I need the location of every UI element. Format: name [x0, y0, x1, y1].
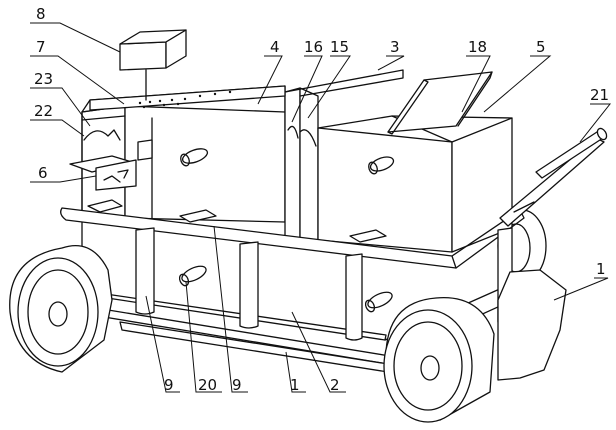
label-16: 16 [304, 38, 323, 56]
callout-1-right: 1 [553, 260, 609, 301]
callout-1-bottom: 1 [285, 351, 306, 394]
label-1-bottom: 1 [290, 376, 300, 394]
callout-18: 18 [461, 38, 491, 113]
callout-15: 15 [307, 38, 351, 119]
callout-9-right: 9 [213, 225, 248, 394]
label-7: 7 [36, 38, 46, 56]
callout-5: 5 [483, 38, 552, 113]
left-side-parts [69, 111, 153, 291]
callout-4: 4 [257, 38, 283, 105]
label-15: 15 [330, 38, 349, 56]
top-panel [89, 85, 286, 111]
label-2: 2 [330, 376, 340, 394]
pipes [178, 265, 393, 313]
label-23: 23 [34, 70, 53, 88]
callout-16: 16 [291, 38, 323, 123]
callout-21: 21 [579, 86, 612, 143]
callout-6: 6 [30, 164, 97, 183]
front-left-wheel [9, 244, 113, 373]
callout-23: 23 [30, 70, 91, 127]
divider-section [284, 69, 404, 241]
callout-2: 2 [291, 311, 346, 394]
callout-9-left: 9 [145, 295, 180, 394]
label-1-right: 1 [596, 260, 606, 278]
open-lid [387, 71, 493, 135]
label-18: 18 [468, 38, 487, 56]
callout-20: 20 [185, 281, 222, 394]
callouts-bottom: 9 20 9 1 2 [145, 225, 346, 394]
front-plate [497, 269, 567, 381]
label-21: 21 [590, 86, 609, 104]
callout-3: 3 [377, 38, 405, 71]
panel-dots [138, 90, 232, 109]
label-9-right: 9 [232, 376, 242, 394]
callouts-top: 8 7 23 22 6 4 16 15 [30, 5, 612, 301]
label-6: 6 [38, 164, 48, 182]
label-22: 22 [34, 102, 53, 120]
label-8: 8 [36, 5, 46, 23]
callout-22: 22 [30, 102, 85, 137]
side-rail [60, 199, 525, 269]
label-9-left: 9 [164, 376, 174, 394]
front-right-wheel [383, 297, 495, 423]
label-4: 4 [270, 38, 280, 56]
right-compartment [317, 115, 513, 253]
handle [499, 127, 608, 227]
label-3: 3 [390, 38, 400, 56]
label-20: 20 [198, 376, 217, 394]
top-box [119, 29, 187, 101]
label-5: 5 [536, 38, 546, 56]
callout-8: 8 [30, 5, 121, 53]
callout-7: 7 [30, 38, 125, 105]
